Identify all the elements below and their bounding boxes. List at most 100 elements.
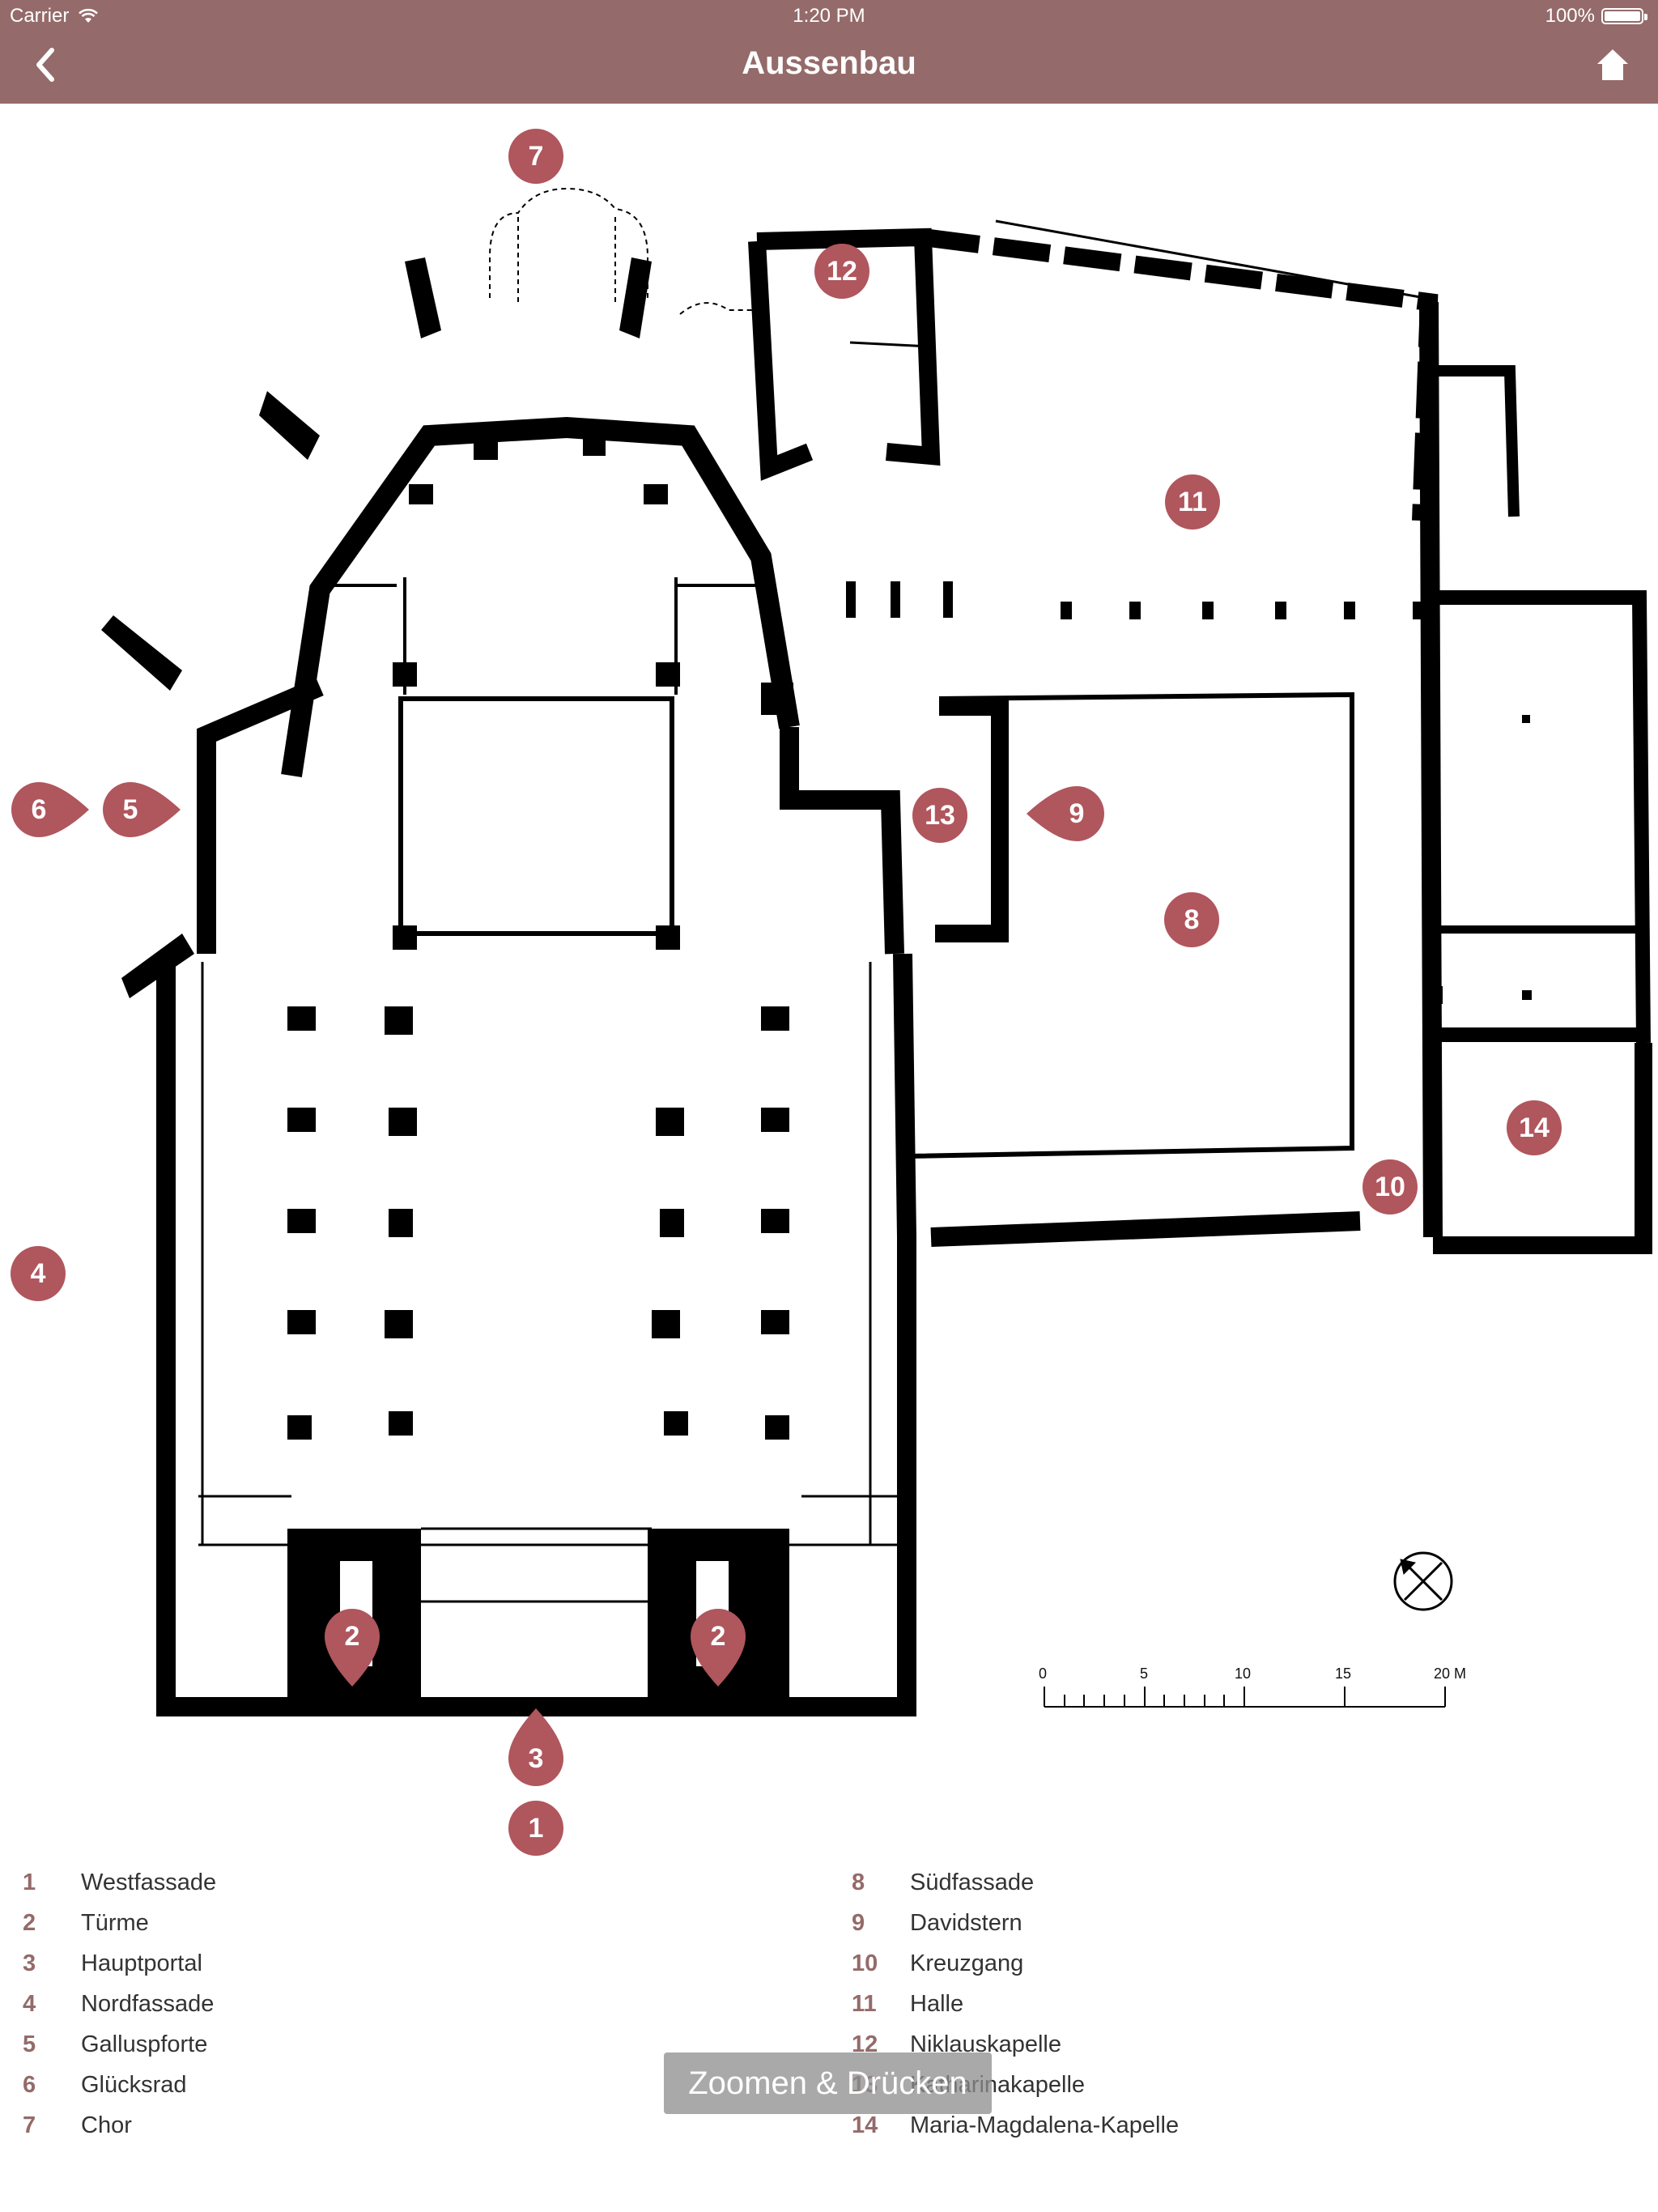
floor-plan-drawing: 0 5 10 15 20 M (101, 187, 1652, 1716)
legend-item[interactable]: 14 Maria-Magdalena-Kapelle (852, 2105, 1179, 2146)
scale-tick-15: 15 (1335, 1665, 1351, 1682)
legend-label: Davidstern (910, 1909, 1022, 1936)
legend-label: Südfassade (910, 1869, 1035, 1895)
marker-label: 2 (710, 1621, 726, 1652)
legend-label: Chor (81, 2112, 132, 2138)
legend-number: 3 (23, 1950, 36, 1976)
marker-label: 9 (1069, 798, 1085, 829)
home-icon (1597, 49, 1628, 80)
legend-item[interactable]: 3 Hauptportal (23, 1943, 216, 1984)
chevron-left-icon (36, 48, 54, 82)
legend-number: 1 (23, 1869, 36, 1895)
marker-label: 6 (31, 794, 47, 825)
legend-number: 11 (852, 1990, 877, 2017)
legend-number: 6 (23, 2071, 36, 2098)
legend-number: 2 (23, 1909, 36, 1936)
marker-7[interactable]: 7 (508, 128, 564, 185)
scale-tick-10: 10 (1235, 1665, 1251, 1682)
marker-2-south[interactable]: 2 (690, 1608, 746, 1687)
marker-4[interactable]: 4 (10, 1245, 66, 1302)
chapel-13-wall (935, 698, 1009, 942)
marker-8[interactable]: 8 (1163, 891, 1220, 948)
legend-label: Kreuzgang (910, 1950, 1024, 1976)
carrier-text: Carrier (10, 5, 70, 27)
marker-label: 7 (528, 141, 544, 172)
scale-tick-5: 5 (1140, 1665, 1148, 1682)
legend-label: Glücksrad (81, 2071, 187, 2098)
choir-wall (281, 416, 800, 777)
legend-number: 14 (852, 2112, 878, 2138)
marker-9[interactable]: 9 (1027, 785, 1105, 842)
marker-circle-icon (1363, 1159, 1418, 1214)
marker-label: 12 (827, 256, 857, 287)
marker-pin-down-icon (691, 1609, 746, 1687)
battery-indicator: 100% (1545, 5, 1647, 28)
legend-item[interactable]: 8 Südfassade (852, 1862, 1179, 1903)
marker-label: 13 (925, 800, 955, 831)
legend-label: Maria-Magdalena-Kapelle (910, 2112, 1180, 2138)
scale-bar (1044, 1687, 1446, 1708)
marker-pin-right-icon (11, 782, 89, 837)
north-arrow (1393, 1551, 1453, 1611)
marker-13[interactable]: 13 (912, 787, 968, 844)
legend-label: Hauptportal (81, 1950, 202, 1976)
marker-3[interactable]: 3 (508, 1708, 564, 1787)
scale-tick-20: 20 M (1434, 1665, 1466, 1682)
home-button[interactable] (1587, 42, 1639, 87)
marker-10[interactable]: 10 (1362, 1159, 1418, 1215)
zoom-hint-toast: Zoomen & Drücken (664, 2052, 992, 2114)
marker-circle-icon (508, 129, 563, 184)
marker-12[interactable]: 12 (814, 243, 870, 300)
nave-piers (287, 432, 793, 1440)
marker-11[interactable]: 11 (1164, 474, 1221, 530)
marker-pin-up-icon (508, 1708, 563, 1786)
marker-circle-icon (814, 244, 869, 299)
marker-circle-icon (1507, 1100, 1562, 1155)
marker-label: 8 (1184, 904, 1200, 935)
status-time: 1:20 PM (793, 5, 865, 27)
legend-label: Westfassade (81, 1869, 217, 1895)
carrier-label: Carrier (10, 5, 99, 28)
legend-item[interactable]: 9 Davidstern (852, 1903, 1179, 1943)
legend-number: 9 (852, 1909, 865, 1936)
marker-pin-left-icon (1027, 786, 1104, 841)
marker-14[interactable]: 14 (1506, 1100, 1562, 1156)
marker-circle-icon (912, 788, 967, 843)
marker-circle-icon (1164, 892, 1219, 947)
legend-number: 10 (852, 1950, 878, 1976)
marker-5[interactable]: 5 (102, 781, 181, 838)
navigation-bar: Carrier 1:20 PM 100% Aussenbau (0, 0, 1658, 104)
legend-item[interactable]: 1 Westfassade (23, 1862, 216, 1903)
church-outer-wall (156, 953, 916, 1716)
marker-6[interactable]: 6 (11, 781, 89, 838)
marker-label: 5 (122, 794, 138, 825)
back-button[interactable] (23, 42, 68, 87)
marker-label: 3 (528, 1743, 544, 1774)
marker-1[interactable]: 1 (508, 1800, 564, 1857)
legend-item[interactable]: 10 Kreuzgang (852, 1943, 1179, 1984)
legend-number: 7 (23, 2112, 36, 2138)
marker-label: 4 (30, 1258, 46, 1289)
legend-label: Galluspforte (81, 2031, 208, 2057)
marker-label: 11 (1178, 487, 1207, 517)
marker-pin-right-icon (103, 782, 181, 837)
legend-item[interactable]: 6 Glücksrad (23, 2065, 216, 2105)
legend-item[interactable]: 7 Chor (23, 2105, 216, 2146)
page-title: Aussenbau (742, 45, 916, 81)
legend-number: 8 (852, 1869, 865, 1895)
marker-circle-icon (508, 1801, 563, 1856)
battery-percent: 100% (1545, 5, 1595, 27)
marker-label: 10 (1375, 1172, 1405, 1202)
east-wing-wall (1419, 301, 1443, 1238)
marker-2-north[interactable]: 2 (324, 1608, 380, 1687)
cloister-wall (906, 691, 1354, 1159)
legend-number: 4 (23, 1990, 36, 2017)
scale-tick-0: 0 (1039, 1665, 1047, 1682)
floor-plan[interactable]: 0 5 10 15 20 M 7 12 11 6 5 13 9 8 4 (0, 104, 1658, 1861)
